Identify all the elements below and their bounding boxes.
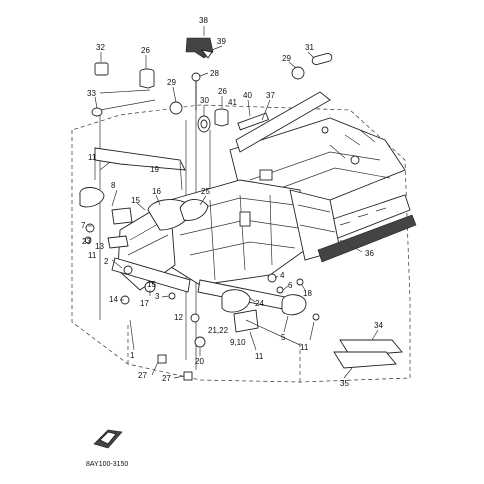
callout-27-right: 27 [162, 374, 171, 383]
callout-39: 39 [217, 37, 226, 46]
callout-19: 19 [150, 165, 159, 174]
drawing-code: 8AY100-3150 [86, 461, 128, 468]
callout-9-10: 9,10 [230, 338, 246, 347]
left-parts [79, 187, 206, 381]
callout-35: 35 [340, 379, 349, 388]
callout-33: 33 [87, 89, 96, 98]
callout-8: 8 [111, 181, 116, 190]
callout-40: 40 [243, 91, 252, 100]
callout-23: 23 [82, 237, 91, 246]
callout-16: 16 [152, 187, 161, 196]
callout-30: 30 [200, 96, 209, 105]
callout-12: 12 [174, 313, 183, 322]
leader-lines [88, 26, 379, 379]
callout-21-22: 21,22 [208, 326, 229, 335]
main-frame [111, 117, 411, 313]
callout-32: 32 [96, 43, 105, 52]
callout-11-left: 11 [88, 251, 97, 260]
right-lower-parts [221, 273, 320, 346]
callout-2: 2 [104, 257, 109, 266]
callout-5: 5 [281, 333, 286, 342]
callout-11-bottom: 11 [255, 352, 264, 361]
callout-24: 24 [255, 299, 264, 308]
upper-parts [91, 37, 417, 369]
callout-6: 6 [288, 281, 293, 290]
callout-31: 31 [305, 43, 314, 52]
dashed-boundary [71, 104, 411, 383]
callout-29-left: 29 [167, 78, 176, 87]
callout-15-upper: 15 [131, 196, 140, 205]
callout-20: 20 [195, 357, 204, 366]
callout-17: 17 [140, 299, 149, 308]
callout-14: 14 [109, 295, 118, 304]
callout-37: 37 [266, 91, 275, 100]
callout-26-upper: 26 [141, 46, 150, 55]
frame-symbol-icon [93, 429, 123, 449]
callout-34: 34 [374, 321, 383, 330]
callout-13: 13 [95, 242, 104, 251]
callout-26-lower: 26 [218, 87, 227, 96]
callout-41: 41 [228, 98, 237, 107]
callout-11-right: 11 [300, 343, 309, 352]
callout-18: 18 [303, 289, 312, 298]
callout-labels: 38 39 32 26 28 31 29 29 30 26 40 41 37 3… [81, 16, 383, 388]
callout-27-left: 27 [138, 371, 147, 380]
callout-4: 4 [280, 271, 285, 280]
callout-36: 36 [365, 249, 374, 258]
callout-29-right: 29 [282, 54, 291, 63]
callout-15-lower: 15 [147, 280, 156, 289]
callout-1: 1 [130, 351, 135, 360]
callout-25: 25 [201, 187, 210, 196]
callout-7: 7 [81, 221, 86, 230]
callout-38: 38 [199, 16, 208, 25]
callout-11-upper: 11 [88, 153, 97, 162]
callout-3: 3 [155, 292, 160, 301]
callout-28: 28 [210, 69, 219, 78]
